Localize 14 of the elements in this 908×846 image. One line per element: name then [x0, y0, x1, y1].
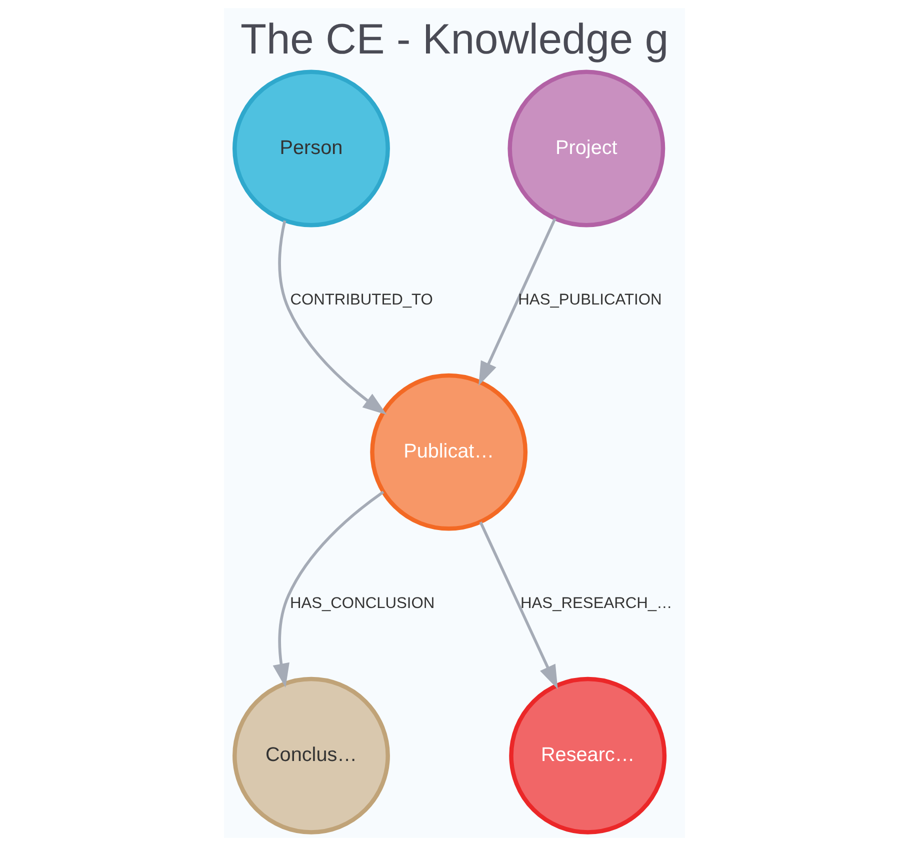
- node-circle: Publicat…: [370, 373, 528, 531]
- edge-label: HAS_RESEARCH_…: [520, 594, 672, 612]
- arrow: [478, 218, 556, 386]
- edge-label: HAS_CONCLUSION: [289, 594, 434, 612]
- arrow: [478, 522, 558, 690]
- node-circle: Conclus…: [232, 676, 390, 834]
- node-circle: Person: [232, 70, 390, 228]
- arrow: [272, 490, 384, 688]
- arrow: [278, 220, 386, 415]
- edge-label: HAS_PUBLICATION: [518, 291, 662, 308]
- edge-label: CONTRIBUTED_TO: [290, 291, 432, 308]
- diagram-title: The CE - Knowledge g: [240, 15, 668, 64]
- node-circle: Researc…: [508, 676, 666, 834]
- node-circle: Project: [507, 70, 665, 228]
